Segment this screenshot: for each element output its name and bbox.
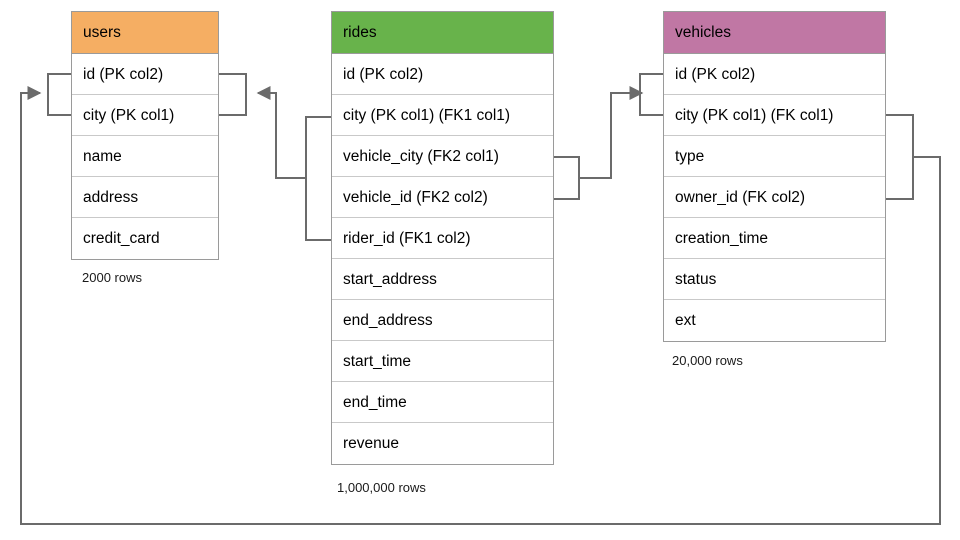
entity-rides-column-city[interactable]: city (PK col1) (FK1 col1) [332, 95, 553, 136]
entity-rides-column-end-address[interactable]: end_address [332, 300, 553, 341]
entity-users-column-credit-card[interactable]: credit_card [72, 218, 218, 259]
entity-vehicles-column-city[interactable]: city (PK col1) (FK col1) [664, 95, 885, 136]
entity-rides-column-start-address[interactable]: start_address [332, 259, 553, 300]
entity-vehicles-column-status[interactable]: status [664, 259, 885, 300]
entity-rides-column-vehicle-id[interactable]: vehicle_id (FK2 col2) [332, 177, 553, 218]
entity-rides-row-count: 1,000,000 rows [337, 480, 426, 495]
entity-vehicles-row-count: 20,000 rows [672, 353, 743, 368]
entity-vehicles-column-type[interactable]: type [664, 136, 885, 177]
entity-rides-column-start-time[interactable]: start_time [332, 341, 553, 382]
entity-rides-column-revenue[interactable]: revenue [332, 423, 553, 464]
entity-rides[interactable]: rides id (PK col2) city (PK col1) (FK1 c… [331, 11, 554, 465]
entity-users[interactable]: users id (PK col2) city (PK col1) name a… [71, 11, 219, 260]
entity-rides-header: rides [332, 12, 553, 54]
entity-vehicles[interactable]: vehicles id (PK col2) city (PK col1) (FK… [663, 11, 886, 342]
connector-vehicles-fk-to-users [20, 73, 941, 525]
entity-users-column-name[interactable]: name [72, 136, 218, 177]
entity-users-column-address[interactable]: address [72, 177, 218, 218]
entity-vehicles-column-owner-id[interactable]: owner_id (FK col2) [664, 177, 885, 218]
entity-rides-column-vehicle-city[interactable]: vehicle_city (FK2 col1) [332, 136, 553, 177]
entity-users-column-id[interactable]: id (PK col2) [72, 54, 218, 95]
entity-vehicles-column-id[interactable]: id (PK col2) [664, 54, 885, 95]
entity-users-column-city[interactable]: city (PK col1) [72, 95, 218, 136]
entity-vehicles-column-ext[interactable]: ext [664, 300, 885, 341]
entity-users-row-count: 2000 rows [82, 270, 142, 285]
entity-users-header: users [72, 12, 218, 54]
entity-rides-column-rider-id[interactable]: rider_id (FK1 col2) [332, 218, 553, 259]
connector-rides-fk1-to-users [219, 73, 331, 241]
connector-rides-fk2-to-vehicles [554, 73, 663, 200]
entity-vehicles-column-creation-time[interactable]: creation_time [664, 218, 885, 259]
entity-rides-column-id[interactable]: id (PK col2) [332, 54, 553, 95]
entity-rides-column-end-time[interactable]: end_time [332, 382, 553, 423]
entity-vehicles-header: vehicles [664, 12, 885, 54]
